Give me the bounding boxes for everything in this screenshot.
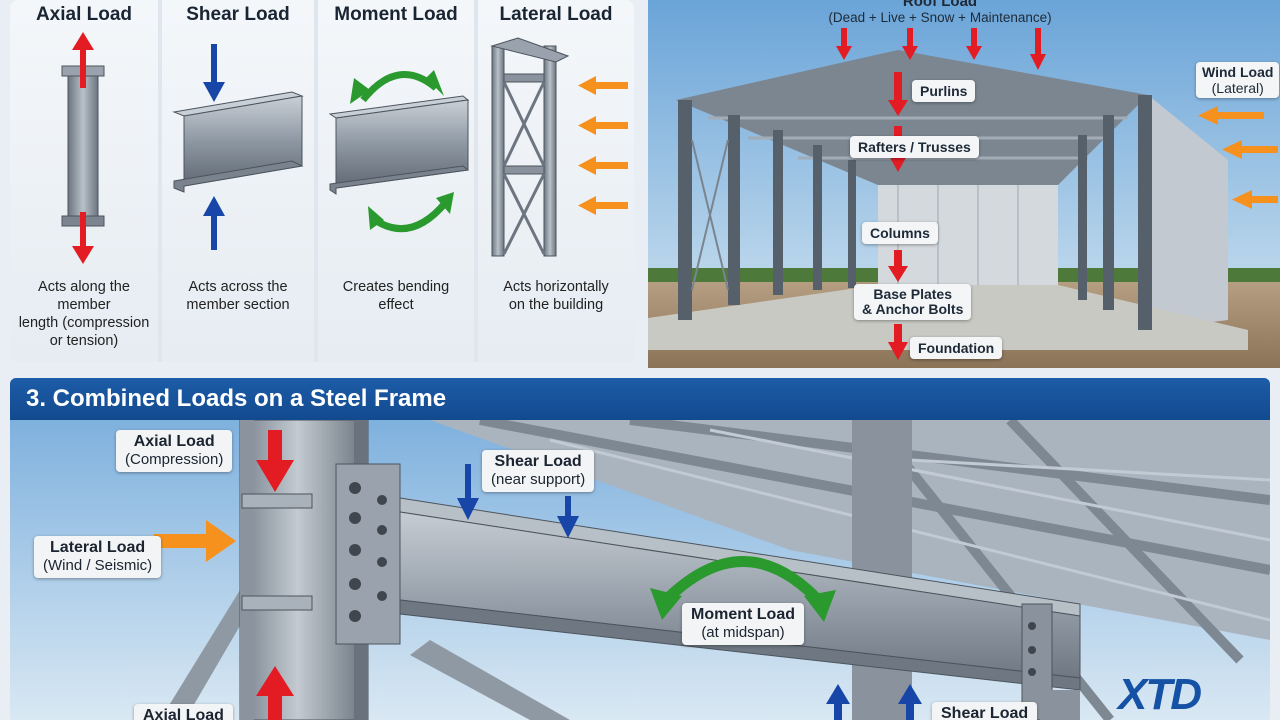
load-path-step-rafters: Rafters / Trusses (850, 136, 979, 158)
shear-load-illustration (172, 44, 304, 250)
section-banner: 3. Combined Loads on a Steel Frame (10, 378, 1270, 420)
moment-load-illustration (328, 70, 470, 233)
load-type-title: Shear Load (186, 4, 290, 25)
lateral-load-label: Lateral Load(Wind / Seismic) (34, 536, 162, 578)
wind-load-label: Wind Load (Lateral) (1196, 62, 1280, 98)
axial-load-bottom-label: Axial Load (134, 704, 233, 720)
load-type-title: Axial Load (35, 4, 133, 25)
roof-load-label: Roof Load (Dead + Live + Snow + Maintena… (828, 0, 1052, 25)
load-path-step-purlins: Purlins (912, 80, 976, 102)
section-title: 3. Combined Loads on a Steel Frame (26, 385, 447, 412)
load-path-step-base-plates: Base Plates& Anchor Bolts (854, 284, 972, 320)
combined-loads-panel: Axial Load(Compression) Lateral Load(Win… (10, 420, 1270, 720)
load-type-title: Moment Load (334, 4, 458, 25)
load-path-panel: Roof Load (Dead + Live + Snow + Maintena… (648, 0, 1280, 368)
lateral-load-illustration (490, 37, 628, 257)
load-path-step-columns: Columns (862, 222, 938, 244)
moment-load-label: Moment Load(at midspan) (682, 603, 804, 645)
load-path-step-foundation: Foundation (910, 337, 1003, 359)
axial-load-top-label: Axial Load(Compression) (116, 430, 233, 472)
brand-logo: XTD (1118, 670, 1202, 719)
load-type-title: Lateral Load (499, 4, 613, 25)
steel-frame-connection-illustration (10, 420, 1270, 720)
axial-load-illustration (61, 32, 105, 264)
shear-load-bottom-label: Shear Load (932, 702, 1038, 720)
shear-load-top-label: Shear Load(near support) (482, 450, 595, 492)
